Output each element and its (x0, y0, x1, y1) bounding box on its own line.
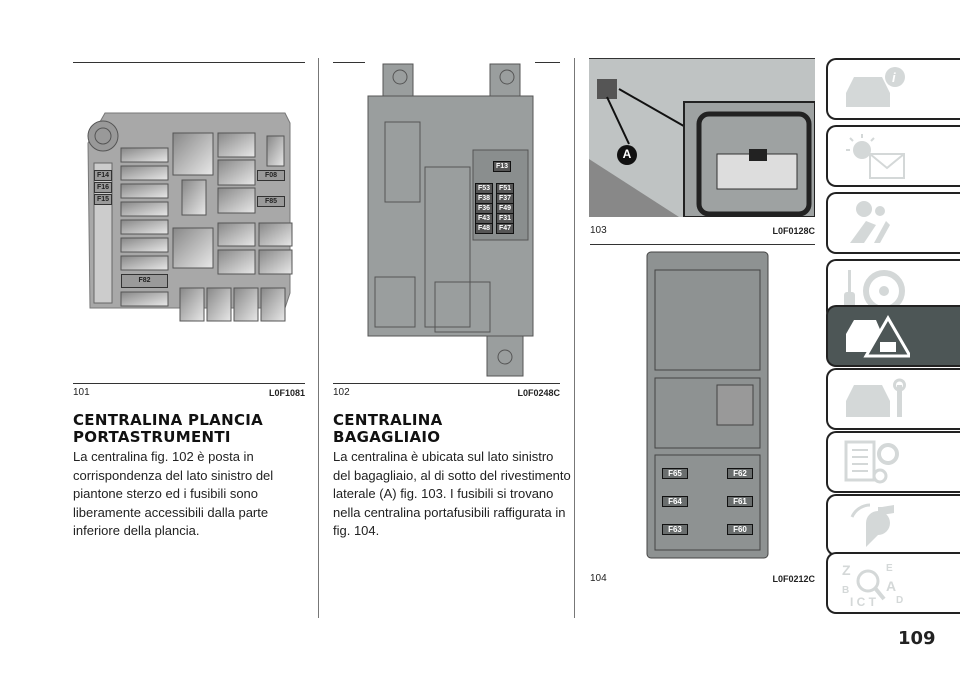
multimedia-icon (850, 503, 894, 547)
fuse-label: F85 (257, 196, 285, 207)
fuse-label: F62 (727, 468, 753, 479)
column-divider (574, 58, 575, 618)
car-info-icon: i (846, 67, 905, 107)
figure-top-rule (73, 62, 305, 63)
figure-103-trunk-photo: A (589, 58, 816, 218)
figure-number: 101 (73, 387, 90, 398)
sidebar-tab-safety[interactable] (826, 192, 960, 254)
sidebar-tab-maintenance[interactable] (826, 368, 960, 430)
warning-lights-icon (846, 134, 905, 179)
page-number: 109 (898, 628, 936, 649)
maintenance-icon (846, 378, 906, 417)
figure-101-fuse-box: F14 F16 F15 F08 F85 F82 (85, 108, 295, 333)
emergency-icon (846, 315, 910, 358)
svg-text:D: D (896, 595, 903, 606)
fuse-label: F47 (496, 223, 514, 234)
svg-text:B: B (842, 585, 849, 596)
svg-text:A: A (886, 578, 896, 594)
fuse-label: F16 (94, 182, 112, 193)
figure-102-fuse-box: F13 F53 F51 F38 F37 F36 F49 F43 F31 F48 … (365, 62, 535, 378)
section-body: La centralina è ubicata sul lato sinistr… (333, 449, 571, 538)
svg-text:i: i (892, 70, 896, 85)
heading-line: BAGAGLIAIO (333, 428, 441, 446)
fuse-label: F82 (121, 274, 168, 288)
svg-text:Z: Z (842, 562, 851, 578)
fuse-label: F60 (727, 524, 753, 535)
fuse-label: F15 (94, 194, 112, 205)
column-divider (318, 58, 319, 618)
index-icon: ZB EAD I C T (842, 562, 903, 607)
sidebar-tab-car-info[interactable]: i (826, 58, 960, 120)
figure-104-fuse-box: F65 F62 F64 F61 F63 F60 (645, 250, 770, 562)
figure-code: L0F0248C (517, 388, 560, 398)
sidebar-tab-emergency[interactable] (826, 305, 960, 367)
figure-number: 102 (333, 387, 350, 398)
figure-number: 104 (590, 573, 607, 584)
heading-line: CENTRALINA PLANCIA (73, 411, 264, 429)
fuse-label: F65 (662, 468, 688, 479)
figure-number: 103 (590, 225, 607, 236)
svg-text:E: E (886, 563, 893, 574)
safety-airbag-icon (850, 201, 890, 243)
fuse-label: F61 (727, 496, 753, 507)
sidebar-tab-multimedia[interactable] (826, 494, 960, 556)
fuse-label: F13 (493, 161, 511, 172)
fuse-label: F63 (662, 524, 688, 535)
callout-label: A (622, 147, 632, 161)
figure-code: L0F1081 (268, 388, 305, 398)
fuse-label: F14 (94, 170, 112, 181)
heading-line: CENTRALINA (333, 411, 443, 429)
fuse-label: F64 (662, 496, 688, 507)
technical-data-icon (844, 440, 899, 484)
sidebar-tab-technical-data[interactable] (826, 431, 960, 493)
figure-code: L0F0212C (772, 574, 815, 584)
sidebar-tab-warning-lights[interactable] (826, 125, 960, 187)
figure-code: L0F0128C (772, 226, 815, 236)
fuse-label: F48 (475, 223, 493, 234)
svg-text:I C T: I C T (850, 595, 877, 607)
caption-rule (73, 383, 305, 384)
figure-top-rule (590, 244, 815, 245)
heading-line: PORTASTRUMENTI (73, 428, 231, 446)
caption-rule (333, 383, 560, 384)
fuse-label: F08 (257, 170, 285, 181)
section-body: La centralina fig. 102 è posta in corris… (73, 449, 274, 538)
